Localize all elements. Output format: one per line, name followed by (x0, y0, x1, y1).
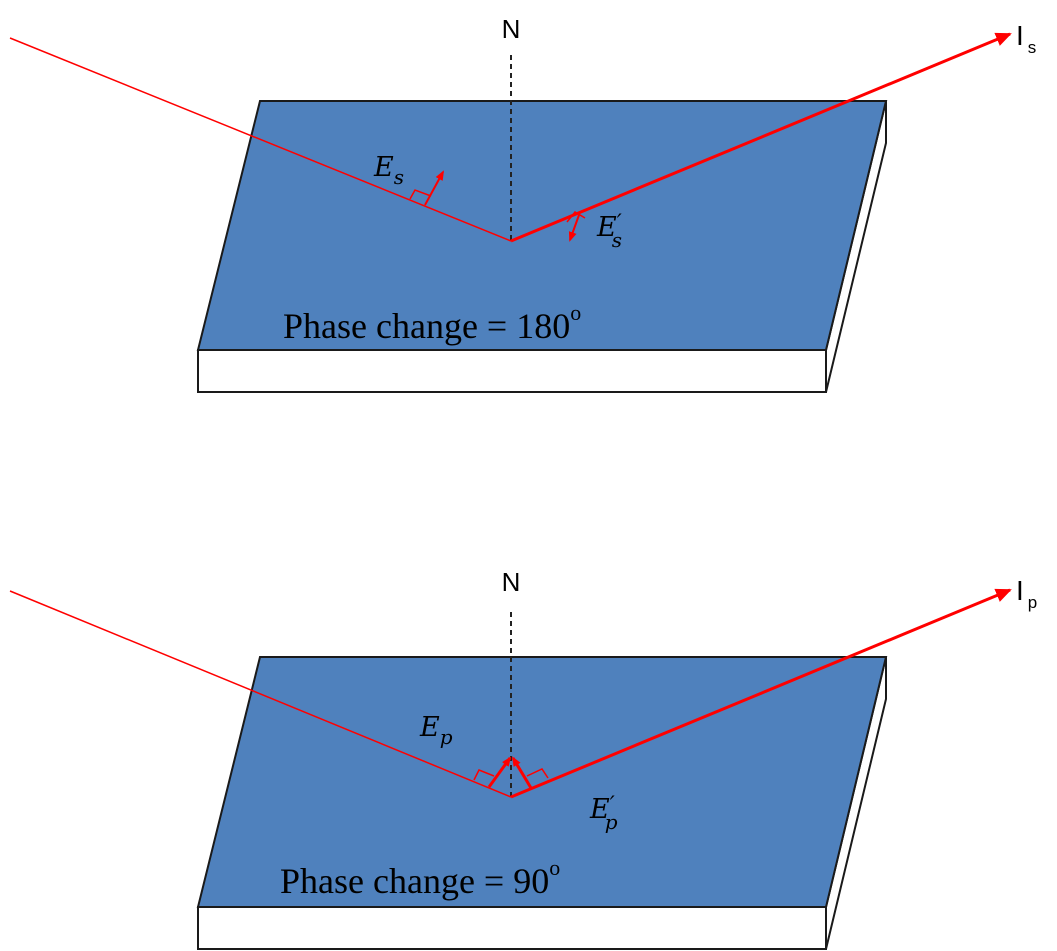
bottom-phase-change-label: Phase change = 90o (280, 855, 560, 901)
top-incident-field-subscript: s (394, 165, 404, 189)
bottom-reflected-field-letter: E (589, 794, 610, 825)
bottom-surface (196, 656, 888, 908)
top-incident-field-label: Es (373, 152, 404, 189)
top-reflected-right-angle-marker (566, 211, 586, 223)
bottom-phase-change-text: Phase change = 90 (280, 861, 549, 901)
top-reflected-field-subscript: s (612, 228, 622, 252)
top-slab-front-face (197, 349, 827, 393)
bottom-phase-change-degree: o (549, 855, 560, 880)
top-reflected-field-prime: ′ (617, 211, 622, 236)
bottom-normal-label: N (502, 567, 521, 597)
bottom-incident-field-label: Ep (419, 712, 453, 749)
bottom-incident-right-angle-marker (473, 769, 495, 781)
bottom-reflected-field-label: E′p (589, 793, 618, 834)
top-incident-ray (9, 37, 512, 242)
bottom-reflected-ray (510, 588, 1012, 799)
bottom-reflected-field-vector (511, 756, 533, 789)
top-reflected-ray (510, 32, 1012, 243)
bottom-slab-front-face (197, 906, 827, 950)
top-reflected-field-vector (568, 214, 580, 242)
top-incident-field-letter: E (373, 152, 394, 183)
bottom-incident-ray (9, 590, 512, 798)
bottom-reflected-right-angle-marker (526, 768, 549, 779)
top-beam-subscript: s (1028, 38, 1037, 57)
top-incident-right-angle-marker (409, 189, 432, 200)
bottom-reflected-field-subscript: p (605, 810, 618, 834)
top-beam-letter: I (1016, 20, 1024, 51)
top-reflected-field-label: E′s (596, 211, 622, 252)
top-phase-change-text: Phase change = 180 (283, 306, 570, 346)
bottom-beam-subscript: p (1028, 593, 1037, 612)
top-phase-change-degree: o (570, 300, 581, 325)
bottom-incident-field-letter: E (419, 712, 440, 743)
bottom-beam-letter: I (1016, 575, 1024, 606)
top-phase-change-label: Phase change = 180o (283, 300, 581, 346)
top-normal-label: N (502, 14, 521, 44)
bottom-incident-field-vector (487, 756, 512, 788)
top-reflected-field-letter: E (596, 212, 617, 243)
top-incident-field-vector (424, 170, 444, 206)
bottom-reflected-field-prime: ′ (610, 793, 615, 818)
top-surface (196, 100, 888, 351)
bottom-incident-field-subscript: p (440, 725, 453, 749)
